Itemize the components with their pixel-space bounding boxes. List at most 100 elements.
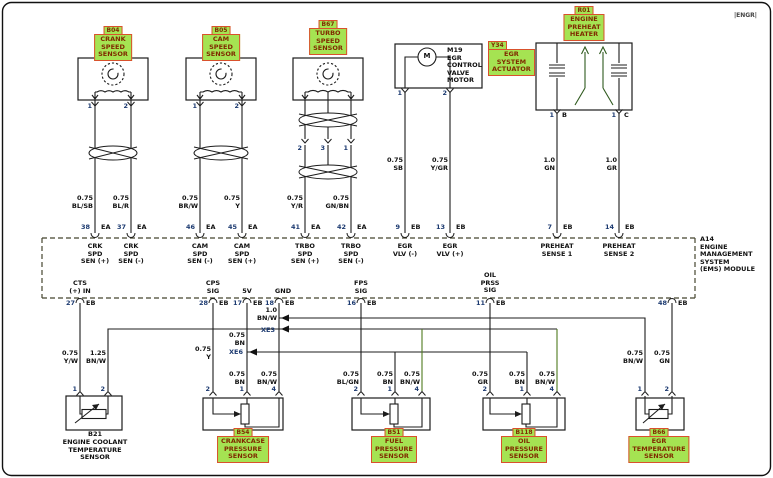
motor-m-icon: M (423, 52, 431, 60)
wire-label: 0.75 BN/W (257, 370, 277, 386)
pin-number: 2 (205, 385, 210, 393)
module-function-label: PREHEAT SENSE 2 (602, 242, 636, 258)
module-function-label: CAM SPD SEN (+) (227, 242, 257, 265)
wire-label: 0.75 Y/W (61, 349, 78, 365)
module-port: EB (456, 223, 466, 231)
pin-number: 2 (353, 385, 358, 393)
module-pin-number: 7 (547, 223, 552, 231)
pin-number: 1 (343, 144, 348, 152)
module-function-label: EGR VLV (-) (392, 242, 418, 258)
module-port: EA (101, 223, 111, 231)
module-pin-number: 38 (80, 223, 90, 231)
wire-label: 0.75 Y/GR (430, 156, 448, 172)
module-pin-number: 46 (185, 223, 195, 231)
pin-letter: C (624, 111, 629, 119)
module-function-label: PREHEAT SENSE 1 (540, 242, 574, 258)
pin-number: 2 (297, 144, 302, 152)
wire-label: 0.75 BN/W (400, 370, 420, 386)
turbo-sensor-code: B67 (318, 20, 338, 29)
wire-label: 0.75 BL/SB (71, 194, 93, 210)
pin-number: 2 (482, 385, 487, 393)
wire-label: 0.75 BL/GN (336, 370, 359, 386)
cam-sensor-label: CAM SPEED SENSOR (202, 34, 240, 61)
module-pin-number: 28 (198, 299, 208, 307)
pin-number: 2 (664, 385, 669, 393)
module-port: EB (367, 299, 377, 307)
pin-number: 1 (387, 385, 392, 393)
module-function-label: FPS SIG (354, 279, 368, 295)
module-pin-number: 14 (604, 223, 614, 231)
module-port: EA (357, 223, 367, 231)
module-pin-number: 9 (395, 223, 400, 231)
module-function-label: CRK SPD SEN (+) (80, 242, 110, 265)
wire-label: 0.75 BN (508, 370, 525, 386)
module-port: EA (206, 223, 216, 231)
crank-sensor-label: CRANK SPEED SENSOR (94, 34, 132, 61)
fuel-sensor-code: B51 (384, 428, 404, 437)
pin-number: 1 (549, 111, 554, 119)
cam-sensor-code: B05 (211, 26, 231, 35)
module-port: EA (248, 223, 258, 231)
preheat-heater-code: R01 (574, 6, 594, 15)
pin-number: 4 (549, 385, 554, 393)
pin-number: 1 (397, 89, 402, 97)
pin-number: 1 (637, 385, 642, 393)
egr-motor-label: M19 EGR CONTROL VALVE MOTOR (447, 46, 482, 84)
module-port: EB (563, 223, 573, 231)
connector-symbols (75, 88, 677, 396)
preheat-heater-label: ENGINE PREHEAT HEATER (563, 14, 605, 41)
module-pin-number: 11 (475, 299, 485, 307)
pin-number: 1 (192, 102, 197, 110)
coolant-sensor-code: B21 (88, 430, 102, 438)
preheat-green-lines (574, 45, 614, 106)
pin-number: 2 (100, 385, 105, 393)
twist-symbols (88, 112, 358, 180)
splice-arrows (249, 314, 289, 356)
crank-sensor-code: B04 (103, 26, 123, 35)
pin-number: 1 (87, 102, 92, 110)
wire-label: 1.0 GN (543, 156, 555, 172)
module-pin-number: 13 (435, 223, 445, 231)
module-pin-number: 16 (346, 299, 356, 307)
turbo-sensor-label: TURBO SPEED SENSOR (309, 28, 347, 55)
wire-label: 1.0 BN/W (257, 306, 277, 322)
module-port: EB (253, 299, 263, 307)
fuel-sensor-label: FUEL PRESSURE SENSOR (370, 436, 418, 463)
coolant-sensor-label: ENGINE COOLANT TEMPERATURE SENSOR (62, 438, 128, 461)
module-function-label: TRBO SPD SEN (+) (290, 242, 320, 265)
internal-arrowheads (92, 404, 665, 417)
wire-label: 0.75 BN (228, 331, 245, 347)
module-port: EB (678, 299, 688, 307)
module-pin-number: 27 (65, 299, 75, 307)
module-function-label: CTS (+) IN (69, 279, 91, 295)
module-pin-number: 17 (232, 299, 242, 307)
module-function-label: 5V (242, 287, 252, 295)
module-port: EA (137, 223, 147, 231)
egr-temp-sensor-code: B66 (649, 428, 669, 437)
module-function-label: OIL PRSS SIG (480, 271, 500, 294)
module-function-label: EGR VLV (+) (436, 242, 464, 258)
pin-number: 1 (611, 111, 616, 119)
wire-label: 0.75 BN/W (623, 349, 643, 365)
wire-label: 0.75 BR/W (178, 194, 198, 210)
wire-label: 0.75 SB (386, 156, 403, 172)
oil-sensor-label: OIL PRESSURE SENSOR (500, 436, 548, 463)
module-port: EB (86, 299, 96, 307)
module-port: EB (411, 223, 421, 231)
wire-label: 1.25 BN/W (86, 349, 106, 365)
wire-label: 0.75 BN (376, 370, 393, 386)
module-pin-number: 41 (290, 223, 300, 231)
module-function-label: TRBO SPD SEN (-) (338, 242, 364, 265)
pin-number: 4 (271, 385, 276, 393)
wire-label: 0.75 GN/BN (325, 194, 349, 210)
pin-number: 4 (414, 385, 419, 393)
module-pin-number: 42 (336, 223, 346, 231)
pin-number: 1 (239, 385, 244, 393)
wire-label: 0.75 BN/W (535, 370, 555, 386)
wire-label: 0.75 GR (471, 370, 488, 386)
wires (79, 92, 673, 391)
pin-number: 3 (320, 144, 325, 152)
sensor-internals (74, 43, 673, 428)
